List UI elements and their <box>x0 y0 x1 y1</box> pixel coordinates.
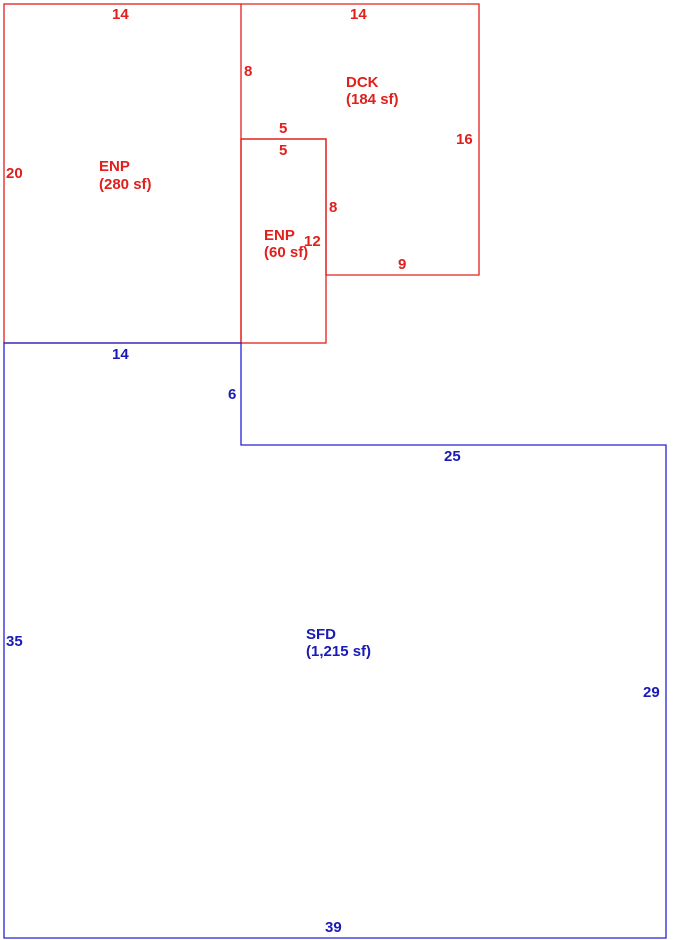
dim-dck-top: 14 <box>350 6 367 23</box>
dim-enp-small-left: 12 <box>304 233 321 250</box>
dim-sfd-step: 6 <box>228 386 236 403</box>
dim-sfd-left: 35 <box>6 633 23 650</box>
dim-dck-left-upper: 8 <box>244 63 252 80</box>
dck-code: DCK <box>346 74 379 91</box>
sfd-area: (1,215 sf) <box>306 643 371 660</box>
dim-sfd-right: 29 <box>643 684 660 701</box>
dim-sfd-top-left: 14 <box>112 346 129 363</box>
enp-small-code: ENP <box>264 227 295 244</box>
dck-area: (184 sf) <box>346 91 399 108</box>
sfd-code: SFD <box>306 626 336 643</box>
dim-sfd-top-right: 25 <box>444 448 461 465</box>
enp-small-area: (60 sf) <box>264 244 308 261</box>
dim-enp-small-right: 8 <box>329 199 337 216</box>
sfd-outline <box>3 342 667 939</box>
dim-enp-large-left: 20 <box>6 165 23 182</box>
dim-sfd-bottom: 39 <box>325 919 342 936</box>
enp-small-outline <box>240 138 327 344</box>
dim-enp-small-top: 5 <box>279 142 287 159</box>
dim-enp-large-top: 14 <box>112 6 129 23</box>
enp-large-area: (280 sf) <box>99 176 152 193</box>
dim-dck-right: 16 <box>456 131 473 148</box>
dim-dck-notch-top: 5 <box>279 120 287 137</box>
enp-large-code: ENP <box>99 158 130 175</box>
dim-dck-bottom: 9 <box>398 256 406 273</box>
